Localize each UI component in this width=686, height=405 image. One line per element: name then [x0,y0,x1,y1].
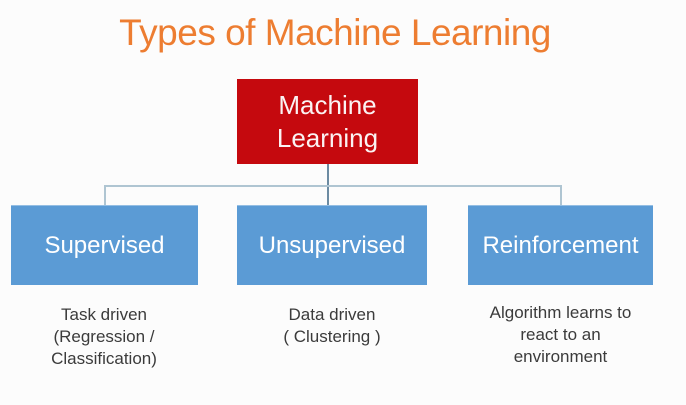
branch-node-unsupervised: Unsupervised [237,205,427,285]
description-line: Data driven [288,305,376,324]
branch-node-label: Unsupervised [258,231,406,259]
description-line: (Regression / [53,327,155,346]
description-line: Algorithm learns to [489,303,632,322]
connector-horizontal [104,185,562,187]
description-line: Task driven [61,305,147,324]
branch-description-unsupervised: Data driven ( Clustering ) [237,304,427,348]
branch-node-reinforcement: Reinforcement [468,205,653,285]
branch-description-supervised: Task driven (Regression / Classification… [9,304,199,370]
page-title: Types of Machine Learning [119,12,551,53]
branch-description-reinforcement: Algorithm learns to react to an environm… [463,302,658,368]
description-line: react to an [520,325,601,344]
branch-node-label: Supervised [44,231,165,259]
branch-node-label: Reinforcement [482,231,639,259]
root-node-label: Machine Learning [276,89,379,153]
branch-node-supervised: Supervised [11,205,198,285]
root-node-machine-learning: Machine Learning [237,79,418,164]
description-line: environment [513,347,608,366]
connector-right-stem [560,186,562,206]
description-line: Classification) [51,349,157,368]
connector-left-stem [104,186,106,206]
description-line: ( Clustering ) [283,327,381,346]
